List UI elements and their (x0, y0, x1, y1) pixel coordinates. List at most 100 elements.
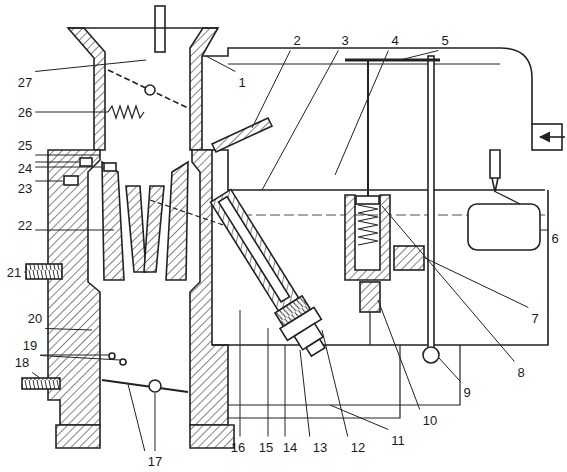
air-horn-wall (190, 28, 218, 150)
leader-line (35, 60, 146, 72)
check-valve (360, 282, 380, 312)
callout-number: 22 (18, 218, 32, 233)
leader-line (378, 300, 420, 410)
jet (104, 163, 116, 171)
leader-line (32, 373, 40, 379)
callout-number: 4 (391, 33, 398, 48)
rod-ball (423, 347, 439, 363)
channel (228, 345, 460, 405)
callout-number: 1 (238, 75, 245, 90)
callout-number: 18 (15, 355, 29, 370)
choke-shaft (145, 85, 155, 95)
leader-line (24, 272, 26, 273)
callout-number: 24 (18, 161, 32, 176)
callout-number: 16 (231, 440, 245, 455)
leader-line (400, 51, 438, 61)
leader-line (35, 181, 63, 182)
callout-number: 20 (28, 311, 42, 326)
plug-screw (26, 264, 62, 279)
leader-line (35, 167, 103, 168)
callout-number: 25 (18, 138, 32, 153)
leader-line (35, 230, 114, 231)
leader-line (285, 345, 286, 437)
base-flange (190, 425, 234, 448)
callout-number: 5 (441, 33, 448, 48)
small-venturi (144, 186, 164, 272)
air-jet (212, 118, 272, 152)
fuel-inlet-arrow (540, 136, 565, 138)
leader-line (155, 393, 156, 451)
small-venturi (126, 186, 146, 272)
pump-spring (358, 205, 378, 245)
leader-line (541, 230, 548, 231)
leader-line (322, 330, 348, 437)
callout-number: 3 (341, 33, 348, 48)
callout-number: 14 (283, 440, 297, 455)
leader-line (45, 329, 92, 331)
callout-number: 13 (313, 440, 327, 455)
callout-number: 23 (18, 181, 32, 196)
jet (64, 176, 78, 185)
choke-plate (108, 70, 188, 108)
stud (155, 6, 165, 52)
air-horn-wall (68, 28, 105, 150)
callout-number: 19 (23, 338, 37, 353)
leader-line (35, 112, 108, 113)
leader-line (35, 155, 100, 156)
leader-line (128, 384, 145, 451)
leader-line (425, 258, 528, 308)
base-flange (56, 425, 100, 448)
callout-number: 8 (517, 365, 524, 380)
callout-number: 21 (7, 265, 21, 280)
callout-number: 6 (551, 231, 558, 246)
callout-number: 9 (463, 385, 470, 400)
callout-number: 17 (148, 454, 162, 469)
jet (80, 158, 92, 166)
callout-number: 27 (18, 75, 32, 90)
callout-number: 15 (259, 440, 273, 455)
callout-number: 2 (293, 33, 300, 48)
leader-line (335, 51, 388, 176)
pump-piston (356, 196, 379, 204)
leader-line (252, 51, 290, 129)
leader-line (268, 328, 269, 437)
pump-lever (345, 59, 440, 62)
piston-rod (367, 60, 369, 196)
idle-mixture-screw (22, 378, 60, 389)
leader-line (206, 56, 235, 72)
callout-number: 7 (531, 311, 538, 326)
float-lever (496, 192, 520, 204)
body-wall (190, 150, 228, 425)
callout-number: 26 (18, 105, 32, 120)
callout-number: 12 (351, 440, 365, 455)
float-chamber (212, 190, 548, 345)
leader-line (240, 310, 241, 437)
large-venturi (102, 162, 124, 280)
float (468, 204, 540, 250)
needle-valve (490, 150, 500, 192)
leader-line (439, 358, 460, 382)
channel (228, 345, 400, 418)
pump-rod (428, 56, 434, 348)
throttle-plate (102, 380, 188, 392)
leader-line (40, 355, 109, 356)
main-jet-assembly (204, 185, 335, 362)
leader-line (262, 51, 338, 191)
leader-line (330, 405, 388, 430)
leader-line (35, 162, 79, 163)
large-venturi (166, 162, 188, 280)
leader-line (300, 350, 310, 437)
leader-line (40, 356, 120, 361)
throttle-shaft (149, 380, 161, 392)
callout-number: 11 (391, 433, 405, 448)
leader-line (382, 206, 514, 362)
channel (369, 312, 370, 345)
idle-hole (120, 359, 126, 365)
choke-spring (108, 106, 144, 118)
idle-hole (109, 353, 115, 359)
housing (22, 6, 565, 448)
callout-number: 10 (423, 413, 437, 428)
